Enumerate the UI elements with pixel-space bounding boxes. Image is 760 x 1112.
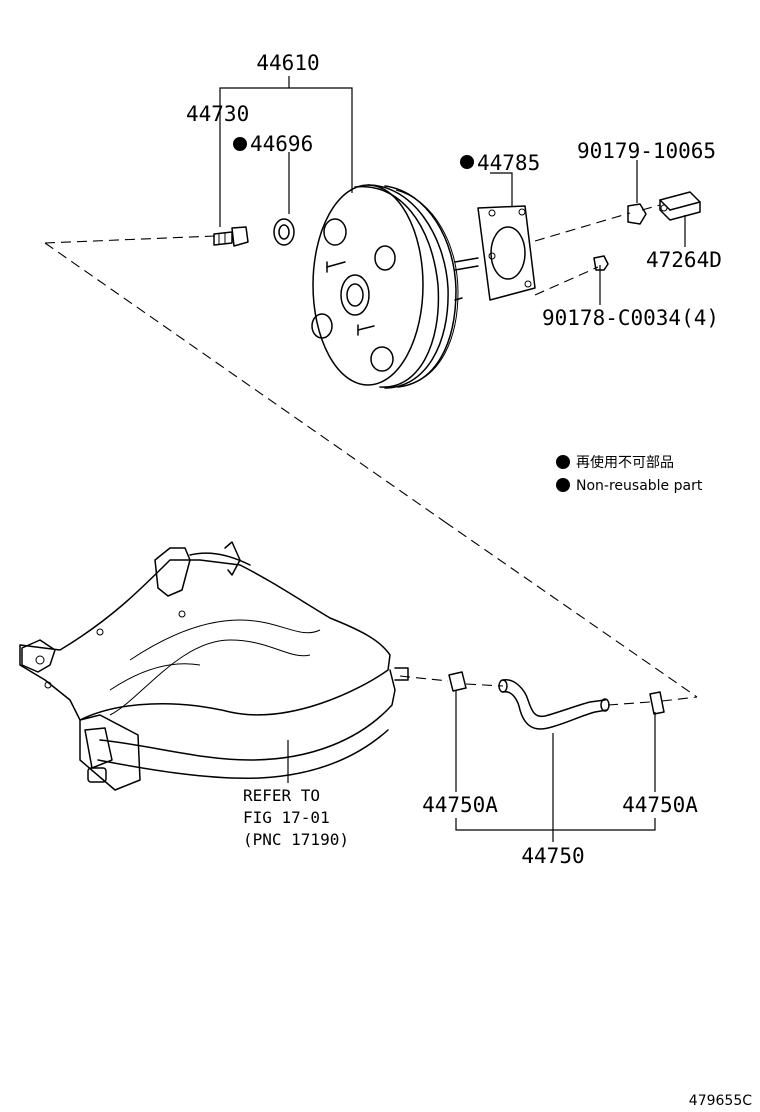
clevis-47264d — [659, 191, 701, 221]
label-90179-10065: 90179-10065 — [577, 139, 716, 163]
label-44696: 44696 — [250, 132, 313, 156]
legend-marker-japanese — [556, 455, 570, 469]
refer-note-line2: FIG 17-01 — [243, 808, 330, 827]
legend: 再使用不可部品 Non-reusable part — [556, 454, 703, 494]
legend-marker-english — [556, 478, 570, 492]
figure-id: 479655C — [689, 1093, 752, 1109]
reference-outline — [44, 204, 698, 706]
label-44730: 44730 — [186, 102, 249, 126]
nut-90179 — [627, 203, 647, 225]
label-44610: 44610 — [256, 51, 319, 75]
brake-booster — [311, 184, 479, 389]
nut-90178 — [593, 255, 609, 271]
non-reusable-marker-44785 — [460, 155, 474, 169]
label-47264d: 47264D — [646, 248, 722, 272]
vacuum-hose-44750 — [498, 679, 610, 730]
label-44750: 44750 — [521, 844, 584, 868]
label-44750a-right: 44750A — [622, 793, 698, 817]
hose-clip-left — [448, 671, 467, 692]
check-valve-44730 — [213, 226, 249, 247]
gasket-44785 — [477, 205, 536, 301]
label-90178-c0034: 90178-C0034(4) — [542, 306, 719, 330]
grommet-44696 — [273, 218, 295, 246]
leader-lines — [219, 76, 686, 842]
hose-clip-right — [649, 691, 665, 715]
non-reusable-marker-44696 — [233, 137, 247, 151]
legend-english: Non-reusable part — [576, 478, 703, 494]
label-44785: 44785 — [477, 151, 540, 175]
refer-note-line3: (PNC 17190) — [243, 830, 349, 849]
legend-japanese: 再使用不可部品 — [576, 454, 674, 471]
intake-manifold — [19, 541, 409, 791]
refer-note-line1: REFER TO — [243, 786, 320, 805]
label-44750a-left: 44750A — [422, 793, 498, 817]
